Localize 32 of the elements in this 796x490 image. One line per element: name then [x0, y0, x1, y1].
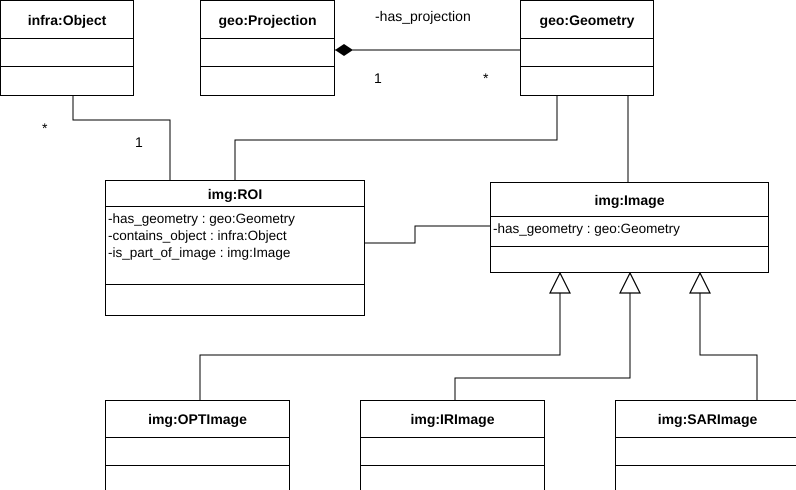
class-box — [200, 0, 335, 96]
class-box — [105, 400, 290, 490]
class-name: img:OPTImage — [148, 411, 247, 427]
class-box — [615, 400, 796, 490]
class-box — [0, 0, 134, 96]
class-box — [490, 182, 769, 273]
multiplicity-label: * — [42, 120, 48, 136]
class-name: geo:Projection — [218, 12, 316, 28]
inheritance-arrow — [454, 272, 641, 400]
inheritance-arrow — [689, 272, 758, 400]
class-name: infra:Object — [28, 12, 106, 28]
association-line — [72, 96, 170, 180]
multiplicity-label: 1 — [135, 134, 143, 150]
class-box — [520, 0, 654, 96]
class-name: img:ROI — [208, 186, 262, 202]
class-name: geo:Geometry — [540, 12, 634, 28]
edge-label: -has_projection — [375, 8, 471, 24]
association-line — [364, 226, 490, 244]
multiplicity-label: 1 — [374, 70, 382, 86]
class-name: img:Image — [594, 192, 664, 208]
attribute-text: -contains_object : infra:Object — [108, 227, 288, 244]
attribute-text: -has_geometry : geo:Geometry — [108, 210, 296, 227]
class-name: img:SARImage — [658, 411, 758, 427]
attribute-text: -has_geometry : geo:Geometry — [493, 220, 681, 237]
class-name: img:IRImage — [410, 411, 494, 427]
class-box — [105, 180, 365, 316]
multiplicity-label: * — [483, 70, 488, 86]
class-box — [360, 400, 545, 490]
association-line — [234, 96, 558, 180]
attribute-text: -is_part_of_image : img:Image — [108, 244, 292, 261]
composition-line — [334, 44, 520, 56]
inheritance-arrow — [200, 272, 571, 400]
